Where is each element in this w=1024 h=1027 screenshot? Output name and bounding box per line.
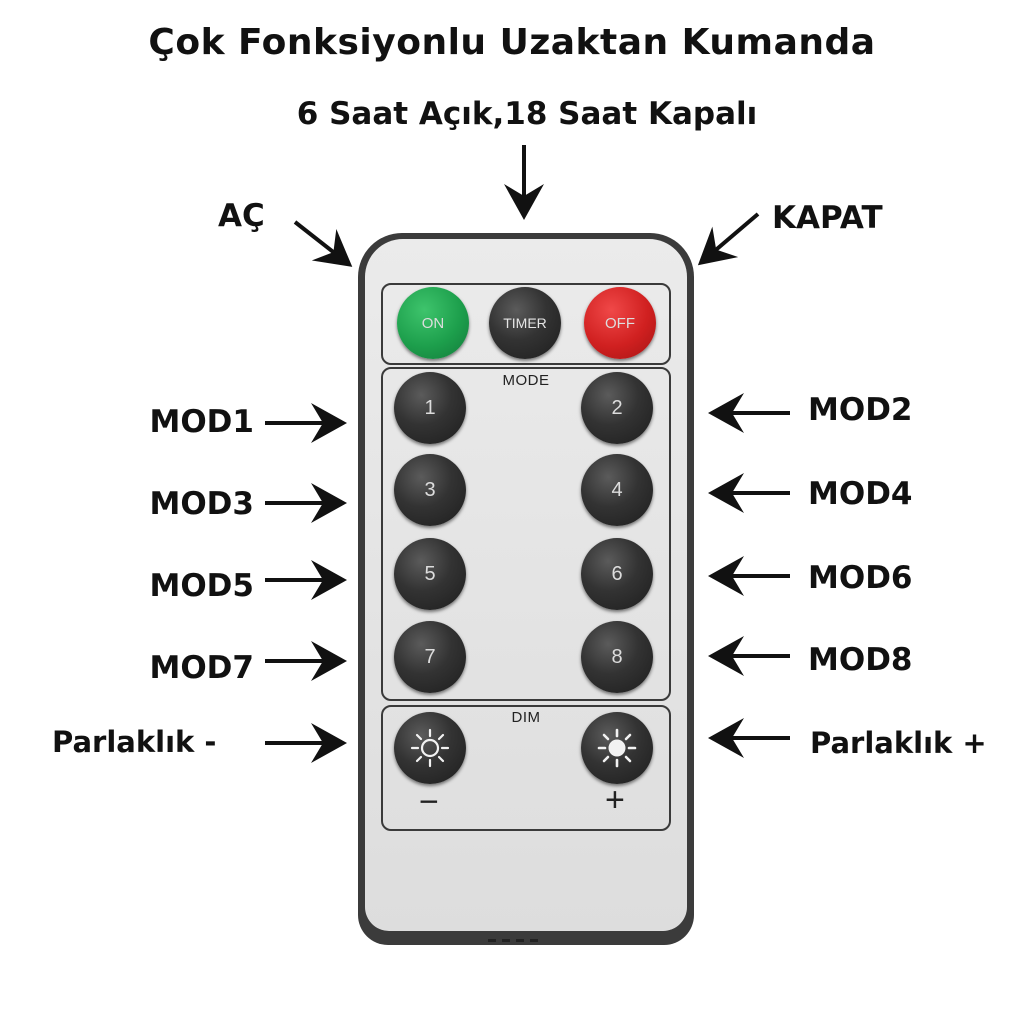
- mod2-callout-label: MOD2: [808, 392, 913, 428]
- mode-6-button[interactable]: 6: [581, 538, 653, 610]
- battery-slot-marks: [488, 939, 538, 942]
- mode-title: MODE: [502, 372, 550, 389]
- mod1-callout-label: MOD1: [149, 404, 254, 440]
- dim-down-button[interactable]: [394, 712, 466, 784]
- off-callout-label: KAPAT: [772, 200, 883, 236]
- dim-up-button[interactable]: [581, 712, 653, 784]
- mod4-callout-label: MOD4: [808, 476, 913, 512]
- mode-3-button[interactable]: 3: [394, 454, 466, 526]
- mod5-callout-label: MOD5: [149, 568, 254, 604]
- dim-panel: DIM: [381, 705, 671, 831]
- on-callout-label: AÇ: [218, 198, 265, 234]
- mode-5-button[interactable]: 5: [394, 538, 466, 610]
- on-button[interactable]: ON: [397, 287, 469, 359]
- page-title: Çok Fonksiyonlu Uzaktan Kumanda: [148, 22, 876, 63]
- mode-2-button[interactable]: 2: [581, 372, 653, 444]
- off-button[interactable]: OFF: [584, 287, 656, 359]
- sun-outline-icon: [410, 728, 450, 768]
- dim-minus-sign: −: [419, 783, 439, 821]
- power-panel: ON TIMER OFF: [381, 283, 671, 365]
- dim-plus-callout-label: Parlaklık +: [810, 726, 987, 760]
- remote-control: ON TIMER OFF MODE 1 2 3 4 5 6 7 8 DIM: [358, 233, 694, 945]
- remote-face: ON TIMER OFF MODE 1 2 3 4 5 6 7 8 DIM: [365, 239, 687, 931]
- mode-7-button[interactable]: 7: [394, 621, 466, 693]
- mod7-callout-label: MOD7: [149, 650, 254, 686]
- mod3-callout-label: MOD3: [149, 486, 254, 522]
- dim-minus-callout-label: Parlaklık -: [52, 725, 217, 759]
- mode-panel: MODE 1 2 3 4 5 6 7 8: [381, 367, 671, 701]
- mode-4-button[interactable]: 4: [581, 454, 653, 526]
- mode-8-button[interactable]: 8: [581, 621, 653, 693]
- mod6-callout-label: MOD6: [808, 560, 913, 596]
- on-arrow: [293, 220, 353, 267]
- sun-filled-icon: [597, 728, 637, 768]
- timer-callout-label: 6 Saat Açık,18 Saat Kapalı: [296, 96, 758, 132]
- mode-1-button[interactable]: 1: [394, 372, 466, 444]
- dim-plus-sign: +: [605, 781, 625, 819]
- off-arrow: [697, 212, 760, 266]
- timer-button[interactable]: TIMER: [489, 287, 561, 359]
- mod8-callout-label: MOD8: [808, 642, 913, 678]
- dim-title: DIM: [511, 709, 541, 726]
